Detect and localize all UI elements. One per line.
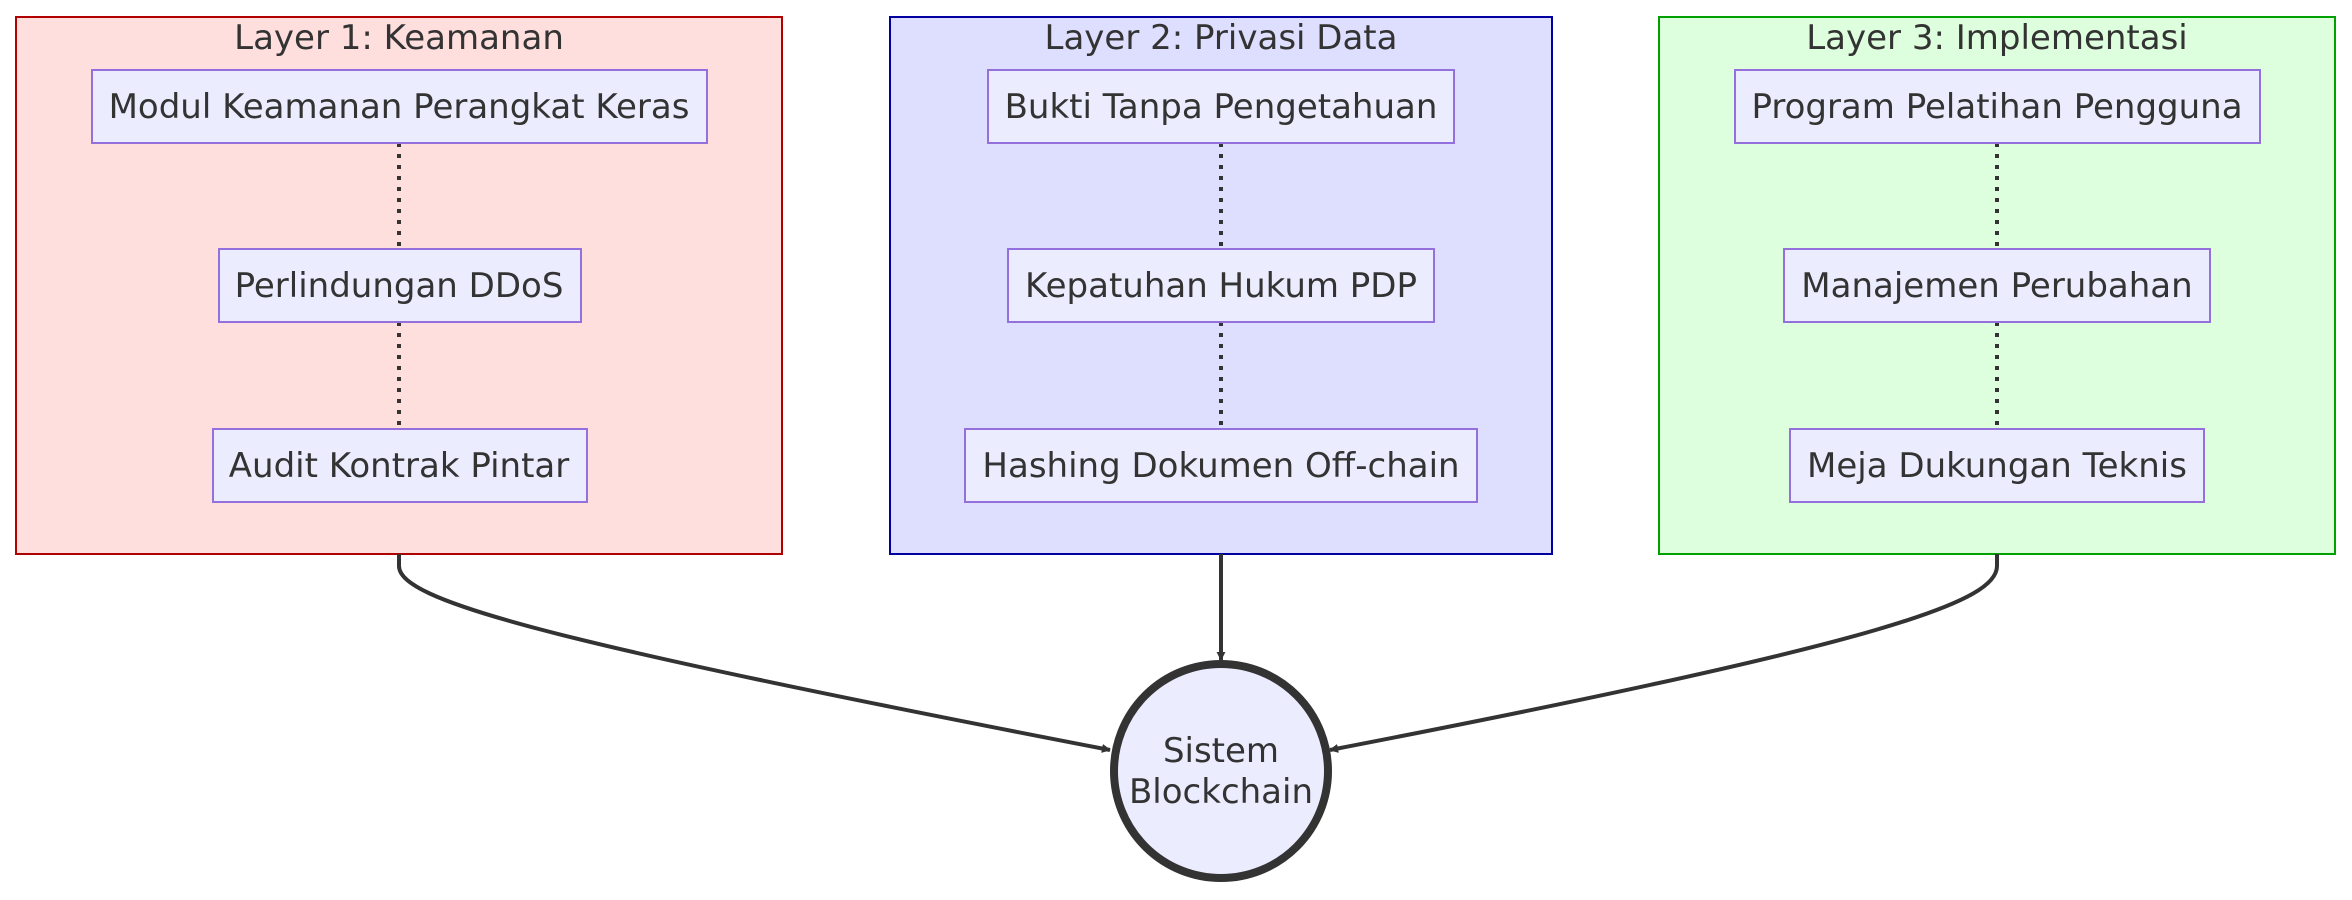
- blockchain-circle: [1110, 660, 1332, 882]
- node-offchain-hashing[interactable]: Hashing Dokumen Off-chain: [964, 428, 1478, 503]
- node-pdp-compliance[interactable]: Kepatuhan Hukum PDP: [1007, 248, 1435, 323]
- node-box: [1789, 428, 2205, 503]
- blockchain-label-line-1: Sistem: [1163, 731, 1279, 771]
- node-box: [1783, 248, 2211, 323]
- node-box: [91, 69, 708, 144]
- node-box: [964, 428, 1478, 503]
- node-label: Audit Kontrak Pintar: [229, 446, 569, 486]
- node-tech-support-desk[interactable]: Meja Dukungan Teknis: [1789, 428, 2205, 503]
- node-label: Hashing Dokumen Off-chain: [982, 446, 1459, 486]
- node-label: Kepatuhan Hukum PDP: [1025, 266, 1417, 306]
- edge-layer-1-to-blockchain: [397, 554, 1111, 753]
- node-box: [218, 248, 582, 323]
- edge-layer-3-to-blockchain: [1329, 554, 1999, 753]
- node-label: Manajemen Perubahan: [1801, 266, 2192, 306]
- layer-1-cluster: Layer 1: Keamanan Modul Keamanan Perangk…: [15, 16, 783, 555]
- node-zero-knowledge-proof[interactable]: Bukti Tanpa Pengetahuan: [987, 69, 1455, 144]
- blockchain-label-line-2: Blockchain: [1129, 772, 1313, 812]
- node-blockchain-system[interactable]: Sistem Blockchain: [1110, 660, 1332, 882]
- layer-1-title: Layer 1: Keamanan: [234, 18, 564, 58]
- node-label: Perlindungan DDoS: [235, 266, 564, 306]
- node-hardware-security-module[interactable]: Modul Keamanan Perangkat Keras: [91, 69, 708, 144]
- node-box: [1734, 69, 2261, 144]
- node-box: [987, 69, 1455, 144]
- node-label: Modul Keamanan Perangkat Keras: [109, 87, 690, 127]
- node-label: Bukti Tanpa Pengetahuan: [1005, 87, 1438, 127]
- node-label: Program Pelatihan Pengguna: [1751, 87, 2242, 127]
- node-box: [1007, 248, 1435, 323]
- node-change-management[interactable]: Manajemen Perubahan: [1783, 248, 2211, 323]
- layer-2-cluster: Layer 2: Privasi Data Bukti Tanpa Penget…: [889, 16, 1553, 555]
- node-smart-contract-audit[interactable]: Audit Kontrak Pintar: [212, 428, 588, 503]
- layer-3-title: Layer 3: Implementasi: [1806, 18, 2188, 58]
- layer-3-cluster: Layer 3: Implementasi Program Pelatihan …: [1658, 16, 2336, 555]
- node-ddos-protection[interactable]: Perlindungan DDoS: [218, 248, 582, 323]
- node-box: [212, 428, 588, 503]
- node-label: Meja Dukungan Teknis: [1807, 446, 2187, 486]
- node-user-training[interactable]: Program Pelatihan Pengguna: [1734, 69, 2261, 144]
- layer-2-title: Layer 2: Privasi Data: [1045, 18, 1398, 58]
